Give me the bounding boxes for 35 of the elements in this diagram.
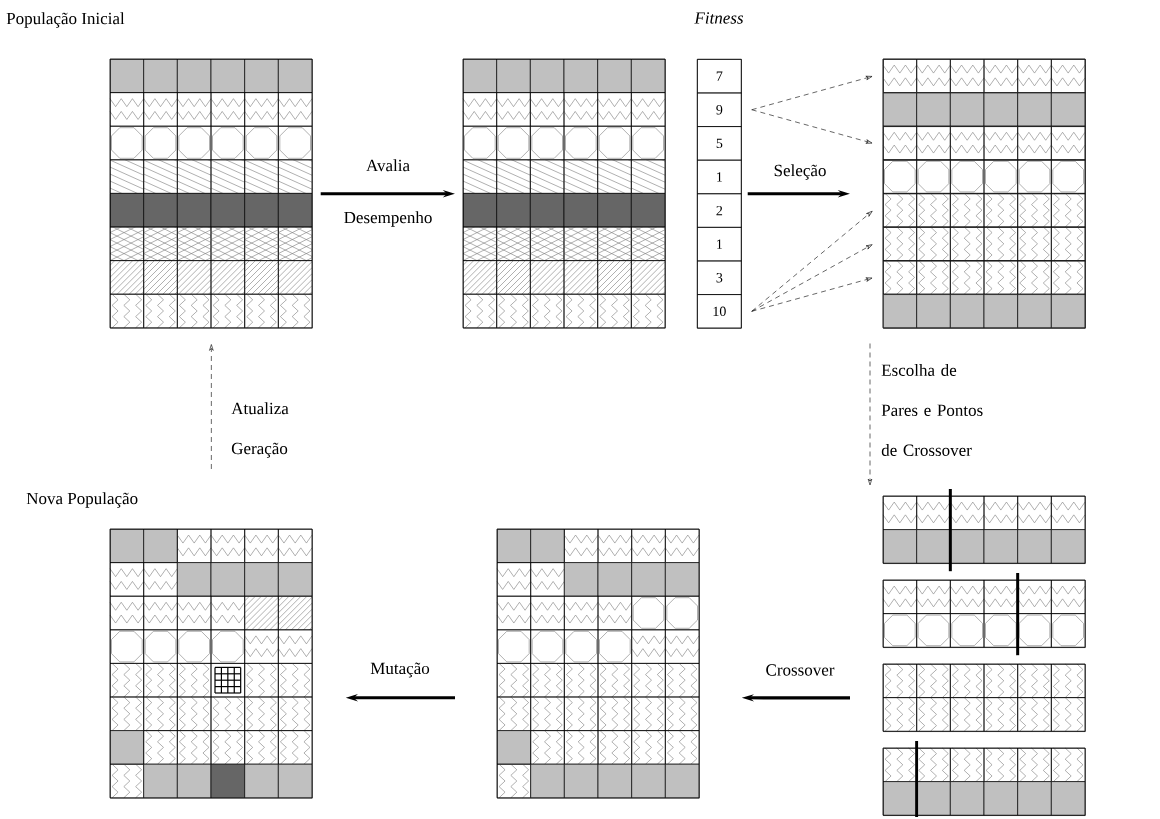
- chromosome-row: [882, 260, 1086, 295]
- chromosome-row: [882, 92, 1086, 127]
- arrow: [751, 244, 873, 312]
- edge-label: Crossover: [766, 664, 835, 676]
- fitness-cell: 1: [697, 159, 742, 195]
- fitness-cell: 1: [697, 227, 742, 262]
- chromosome-row: [882, 58, 1086, 94]
- arrow: [867, 343, 873, 486]
- grid-heading: População Inicial: [6, 12, 125, 28]
- arrow: [751, 210, 873, 312]
- arrow: [209, 344, 214, 470]
- fitness-cell: 2: [697, 193, 742, 228]
- edge-label: Escolha de Pares e Pontos de Crossover: [881, 364, 983, 456]
- arrow: [751, 75, 873, 111]
- fitness-cell: 10: [697, 294, 742, 329]
- chromosome-row: [882, 159, 1086, 195]
- population-grid: [462, 58, 666, 329]
- fitness-cell: 3: [697, 260, 742, 295]
- grid-heading: Nova População: [26, 492, 138, 508]
- fitness-cell: 9: [697, 92, 742, 127]
- chromosome-row: [882, 293, 1086, 329]
- arrow: [751, 277, 873, 312]
- chromosome-row: [882, 193, 1086, 228]
- edge-label: Mutação: [370, 662, 430, 678]
- fitness-cell: 5: [697, 126, 742, 161]
- population-grid: [496, 528, 700, 799]
- column-heading: Fitness: [694, 12, 744, 24]
- chromosome-pair: [882, 663, 1086, 732]
- arrow: [751, 109, 873, 144]
- chromosome-row: [882, 226, 1086, 262]
- fitness-cell: 7: [697, 59, 742, 94]
- edge-label: Atualiza Geração: [231, 402, 289, 458]
- chromosome-row: [882, 125, 1086, 161]
- edge-label: Seleção: [774, 164, 826, 180]
- edge-label: Avalia Desempenho: [344, 159, 432, 227]
